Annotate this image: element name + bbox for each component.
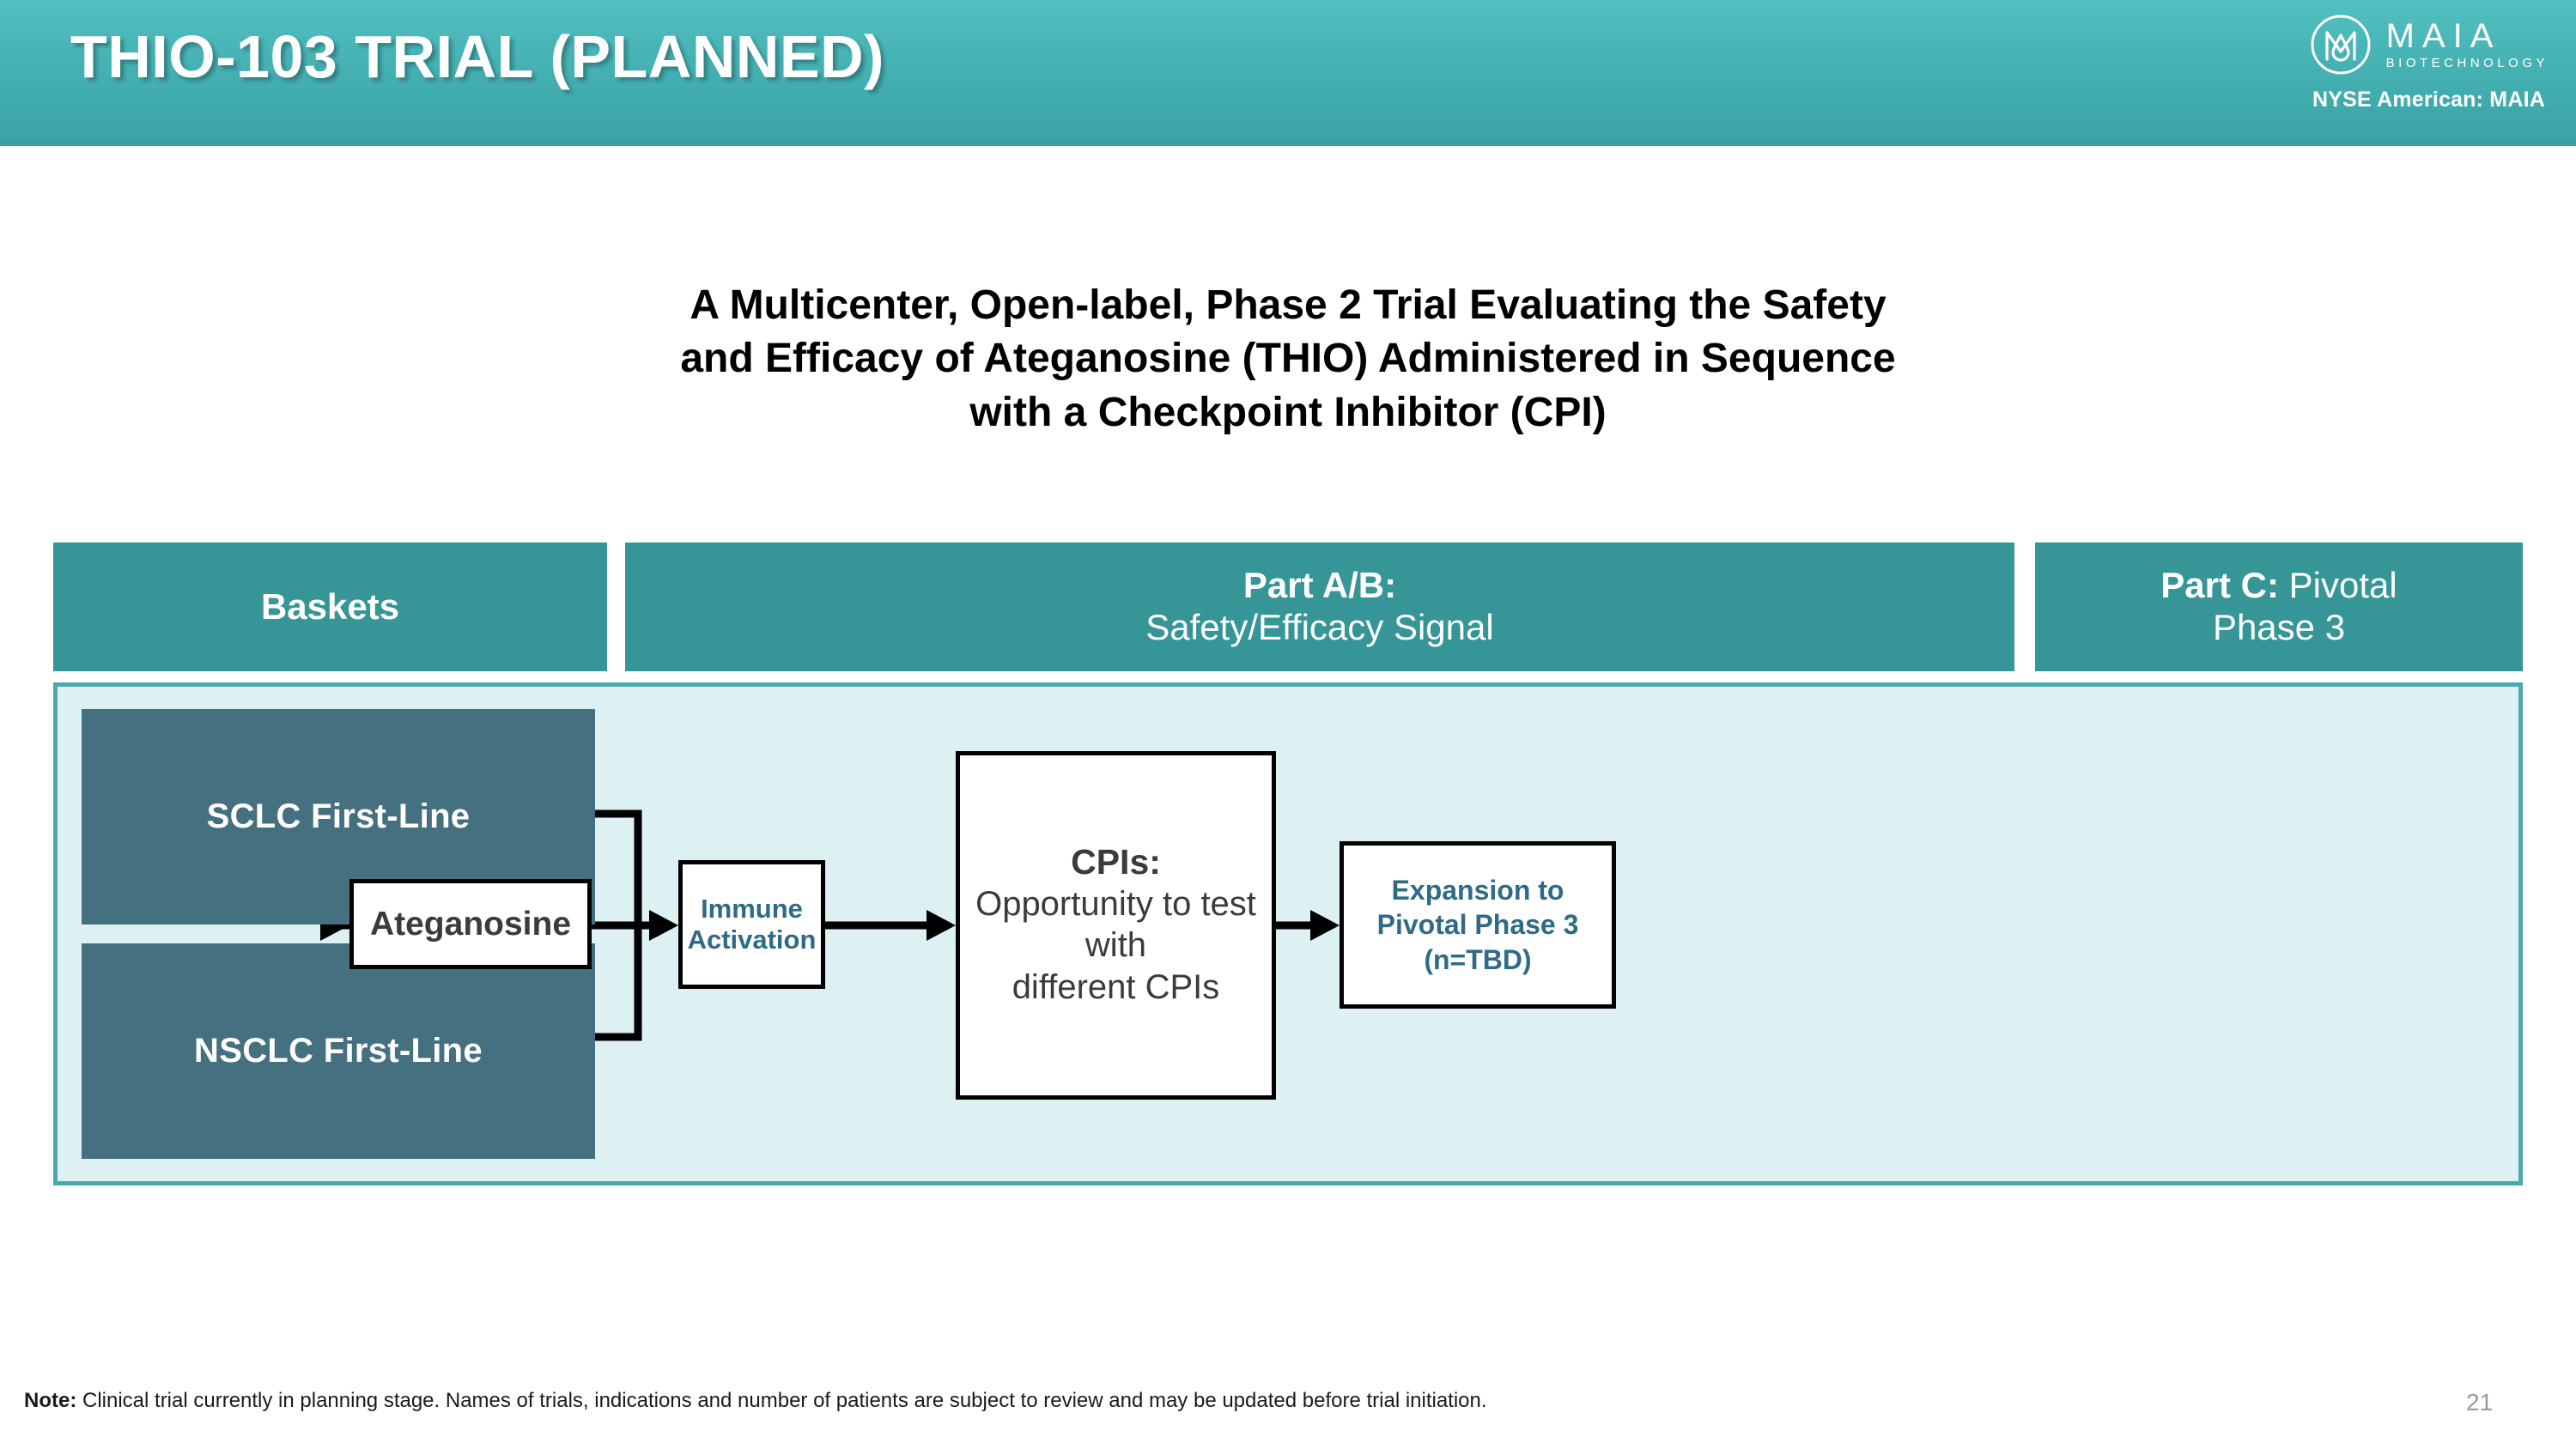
page-title: THIO-103 TRIAL (PLANNED) [70,23,884,90]
column-header-part-c-line1: Part C: Pivotal [2160,565,2397,607]
logo-brand-subtitle: BIOTECHNOLOGY [2385,55,2549,70]
footnote: Note: Clinical trial currently in planni… [24,1389,1487,1413]
column-header-part-c: Part C: Pivotal Phase 3 [2035,543,2523,671]
flow-label-cpis-line1: Opportunity to test with [975,884,1256,965]
trial-subtitle: A Multicenter, Open-label, Phase 2 Trial… [258,279,2318,440]
column-header-part-ab-subtitle: Safety/Efficacy Signal [1145,607,1494,647]
column-header-baskets-label: Baskets [260,585,400,627]
logo-brand-name: MAIA [2385,16,2501,55]
flow-label-expansion-line2: Pivotal Phase 3 [1376,909,1579,941]
basket-label-nsclc: NSCLC First-Line [194,1032,483,1070]
column-header-part-ab: Part A/B: Safety/Efficacy Signal [625,543,2014,671]
flow-label-expansion-line1: Expansion to [1391,875,1564,906]
column-header-part-ab-title: Part A/B: [1242,565,1397,606]
flow-label-cpis-line2: different CPIs [1012,968,1220,1007]
column-header-part-c-subtitle: Pivotal [2278,565,2397,606]
flow-box-expansion[interactable]: Expansion to Pivotal Phase 3 (n=TBD) [1340,841,1616,1009]
flow-box-ateganosine[interactable]: Ateganosine [349,879,592,969]
flow-label-immune-line2: Activation [687,925,817,955]
basket-box-nsclc[interactable]: NSCLC First-Line [82,943,595,1159]
footnote-text: Clinical trial currently in planning sta… [76,1389,1487,1412]
stock-ticker-label: NYSE American: MAIA [2312,88,2545,112]
flow-label-expansion-line3: (n=TBD) [1424,943,1532,975]
column-header-baskets: Baskets [53,543,607,671]
brand-logo-block: MAIA BIOTECHNOLOGY NYSE American: MAIA [2205,9,2549,137]
flow-box-cpis[interactable]: CPIs: Opportunity to test with different… [956,751,1276,1100]
flow-box-immune-activation[interactable]: Immune Activation [678,860,825,989]
logo-wordmark: MAIA BIOTECHNOLOGY [2386,19,2549,71]
trial-flow-panel: SCLC First-Line NSCLC First-Line Ategano… [53,682,2523,1185]
basket-label-sclc: SCLC First-Line [206,797,471,835]
flow-label-ateganosine: Ateganosine [369,905,572,943]
flow-label-cpis-title: CPIs: [1071,842,1161,882]
column-header-part-c-title: Part C: [2160,565,2279,606]
slide-header-banner: THIO-103 TRIAL (PLANNED) MAIA BIOTECHNOL… [0,0,2576,146]
subtitle-line-2: and Efficacy of Ateganosine (THIO) Admin… [680,336,1896,382]
maia-circle-logo-icon [2309,13,2372,76]
logo-row: MAIA BIOTECHNOLOGY [2205,9,2549,81]
flow-label-immune-line1: Immune [701,894,803,925]
page-number: 21 [2466,1389,2494,1416]
footnote-label: Note: [24,1389,77,1412]
subtitle-line-3: with a Checkpoint Inhibitor (CPI) [969,389,1607,435]
subtitle-line-1: A Multicenter, Open-label, Phase 2 Trial… [690,282,1886,328]
column-header-part-c-line2: Phase 3 [2212,607,2346,647]
